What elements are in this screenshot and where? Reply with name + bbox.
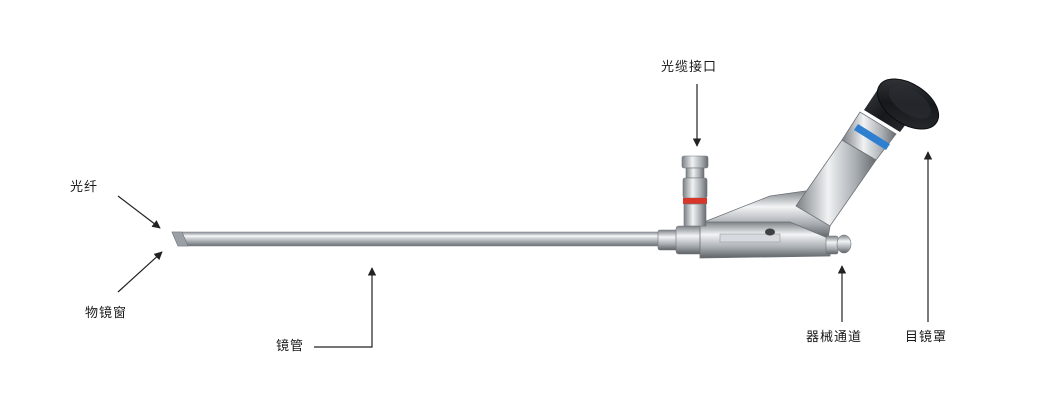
label-light-cable-port: 光缆接口 xyxy=(661,60,718,75)
arrow-fiber xyxy=(117,195,161,229)
label-scope-tube: 镜管 xyxy=(276,339,305,354)
arrow-objective-window xyxy=(117,251,163,293)
scope-tube xyxy=(171,231,661,247)
label-fiber: 光纤 xyxy=(70,180,99,195)
leader-arrows xyxy=(117,84,933,348)
instrument-channel-cap xyxy=(825,234,852,255)
label-objective-window: 物镜窗 xyxy=(85,306,128,321)
red-ring xyxy=(683,198,707,204)
arrow-scope-tube xyxy=(314,267,377,348)
light-cable-post xyxy=(681,155,709,227)
eyepiece-cup xyxy=(864,78,940,132)
label-eyepiece-cup: 目镜罩 xyxy=(905,330,948,345)
blue-ring xyxy=(854,124,890,150)
tube-collar xyxy=(657,225,705,255)
eyepiece-shaft xyxy=(795,111,897,227)
objective-window-tip xyxy=(171,231,189,247)
label-instrument-channel: 器械通道 xyxy=(806,330,863,345)
